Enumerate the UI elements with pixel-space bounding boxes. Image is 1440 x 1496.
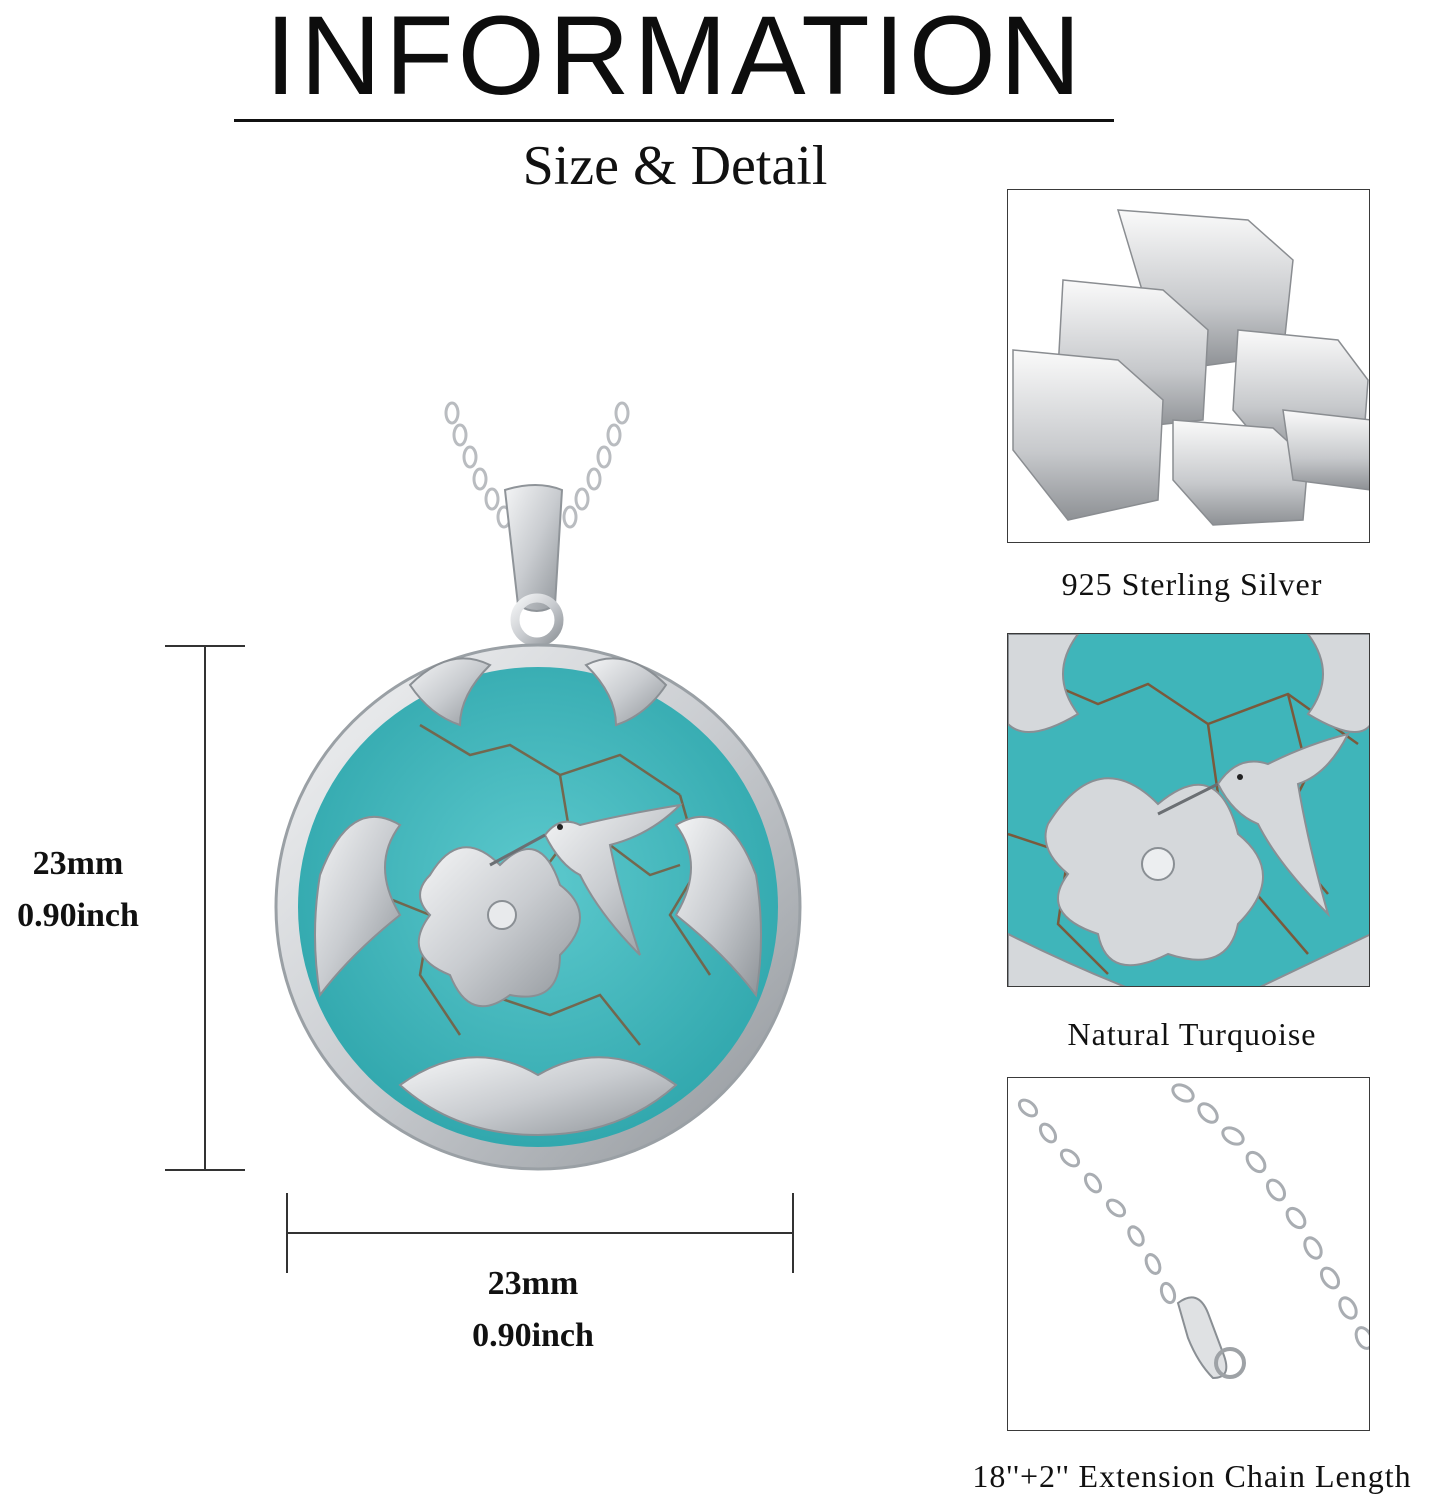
chain-caption: 18''+2'' Extension Chain Length <box>972 1458 1412 1494</box>
turquoise-caption: Natural Turquoise <box>1067 1016 1317 1052</box>
silver-caption: 925 Sterling Silver <box>1061 566 1323 602</box>
chain-closeup-icon <box>1017 1083 1369 1380</box>
width-dimension-line <box>286 1232 794 1234</box>
turquoise-closeup-image <box>1007 633 1370 987</box>
hummingbird-pendant-icon <box>274 401 802 1171</box>
width-inch-label: 0.90inch <box>472 1317 594 1354</box>
chain-closeup-image <box>1007 1077 1370 1431</box>
page-title: INFORMATION <box>265 0 1085 118</box>
silver-bars-icon <box>1012 209 1369 526</box>
silver-bars-image <box>1007 189 1370 543</box>
width-mm-label: 23mm <box>487 1265 579 1302</box>
height-inch-label: 0.90inch <box>17 897 139 934</box>
width-right-tick <box>792 1193 794 1273</box>
height-mm-label: 23mm <box>32 845 124 882</box>
page-subtitle: Size & Detail <box>522 135 828 197</box>
height-bottom-tick <box>165 1169 245 1171</box>
turquoise-closeup-icon <box>1008 634 1369 986</box>
title-divider <box>234 119 1114 122</box>
pendant-image <box>260 395 820 1175</box>
height-dimension-line <box>204 645 206 1171</box>
